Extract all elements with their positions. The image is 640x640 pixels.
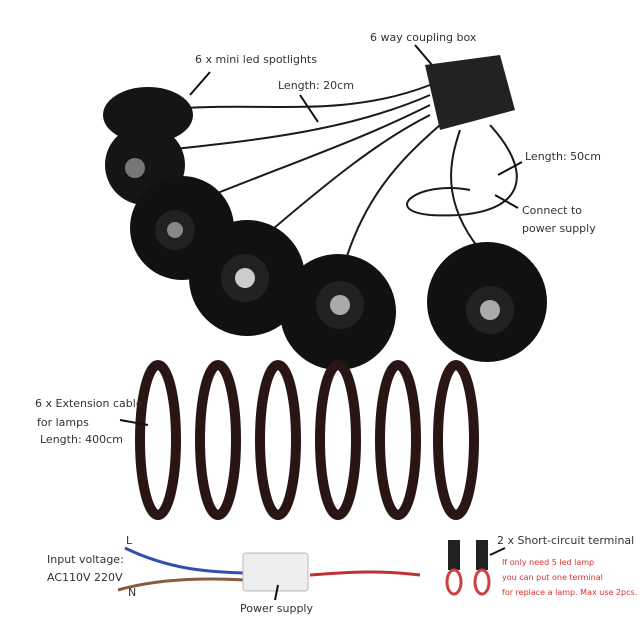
spotlight (280, 254, 396, 370)
neutral-wire (117, 577, 246, 592)
spotlight (103, 87, 193, 143)
cable-coil (255, 360, 301, 520)
label-length-20: Length: 20cm (278, 79, 354, 92)
cable-coil (135, 360, 181, 520)
label-ext-2: for lamps (37, 416, 89, 429)
label-input-2: AC110V 220V (47, 571, 123, 584)
spotlight (189, 220, 305, 336)
note-line-1: If only need 5 led lamp (502, 558, 595, 567)
label-coupling-box: 6 way coupling box (370, 31, 477, 44)
label-power-supply: Power supply (240, 602, 313, 615)
label-ext-1: 6 x Extension cable (35, 397, 143, 410)
short-circuit-terminals (445, 540, 491, 596)
label-input-1: Input voltage: (47, 553, 124, 566)
arrows (119, 44, 523, 601)
label-connect-2: power supply (522, 222, 596, 235)
extension-cables (135, 360, 479, 520)
coupling-box (425, 55, 515, 130)
spotlight (427, 242, 547, 362)
live-wire (124, 546, 246, 575)
cable-coil (433, 360, 479, 520)
label-spotlights: 6 x mini led spotlights (195, 53, 317, 66)
note-line-2: you can put one terminal (502, 573, 603, 582)
label-wire-l: L (126, 534, 133, 547)
cable-coil (195, 360, 241, 520)
wires (159, 84, 518, 281)
label-length-50: Length: 50cm (525, 150, 601, 163)
note-line-3: for replace a lamp. Max use 2pcs. (502, 588, 638, 597)
power-supply-box (242, 552, 309, 592)
output-wire (309, 570, 421, 577)
cable-coil (375, 360, 421, 520)
label-connect-1: Connect to (522, 204, 583, 217)
label-short-circuit: 2 x Short-circuit terminal (497, 534, 635, 547)
label-ext-3: Length: 400cm (40, 433, 123, 446)
cable-coil (315, 360, 361, 520)
label-wire-n: N (128, 586, 137, 599)
spotlights (103, 87, 547, 370)
